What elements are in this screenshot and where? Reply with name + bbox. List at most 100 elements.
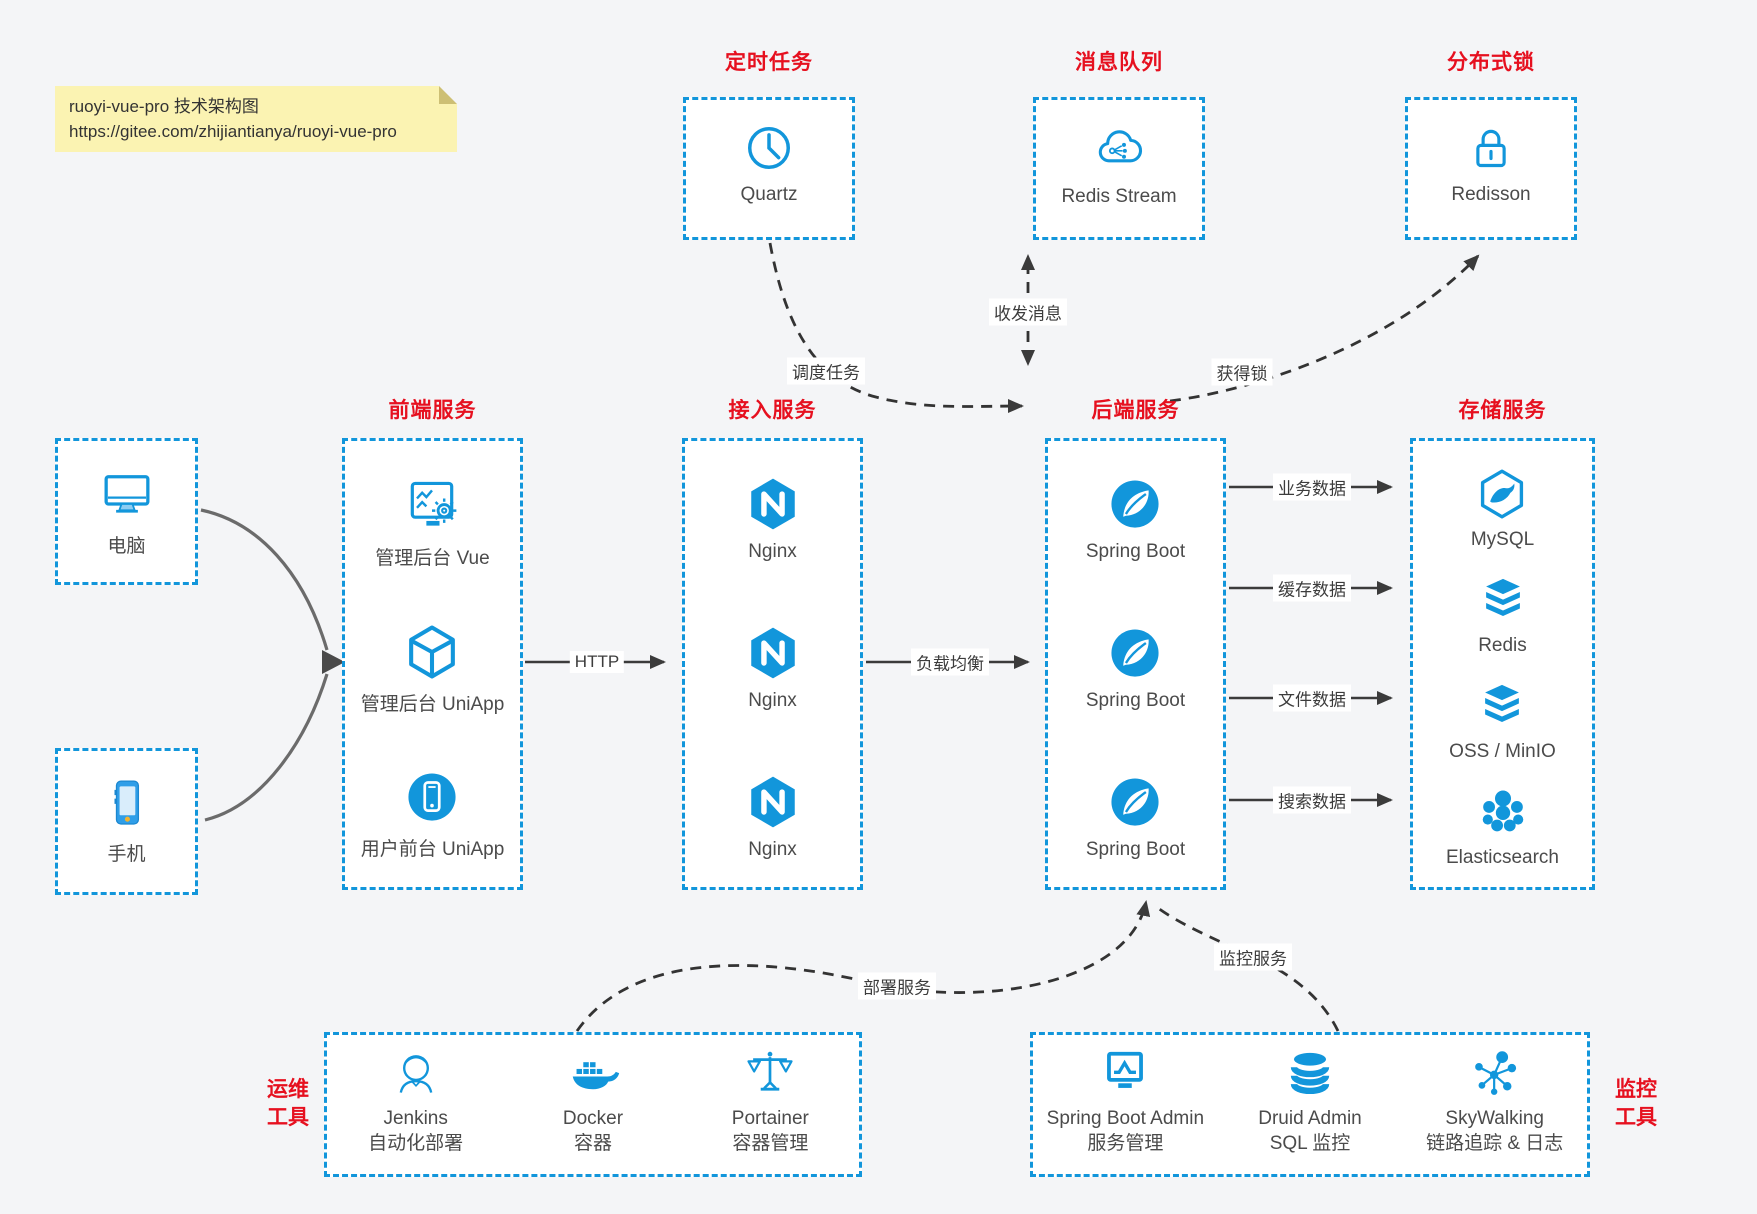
docker-name: Docker [562, 1108, 624, 1129]
frontend-box: 管理后台 Vue 管理后台 UniApp 用户前台 UniApp [342, 438, 523, 890]
storage-box: MySQL Redis OSS / MinIO Elasticsearch [1410, 438, 1595, 890]
ops-tools-side-label: 运维 工具 [252, 1076, 324, 1132]
nginx-icon [744, 624, 802, 682]
uniapp-cube-icon [403, 623, 461, 681]
elasticsearch-label: Elasticsearch [1446, 847, 1559, 868]
druid-db-icon [1283, 1047, 1337, 1101]
monitor-item-sba: Spring Boot Admin 服务管理 [1033, 1047, 1218, 1156]
redisson-box: Redisson [1405, 97, 1577, 240]
phone-icon [99, 775, 155, 831]
load-balance-edge-label: 负载均衡 [911, 648, 989, 676]
mysql-icon [1475, 467, 1529, 521]
title-distributed-lock: 分布式锁 [1447, 51, 1535, 74]
sba-monitor-icon [1098, 1047, 1152, 1101]
acquire-lock-edge-label: 获得锁 [1211, 358, 1273, 386]
user-uniapp-label: 用户前台 UniApp [360, 839, 505, 860]
monitor-service-edge-label: 监控服务 [1214, 943, 1292, 971]
nginx-icon [744, 773, 802, 831]
search-data-edge-label: 搜索数据 [1273, 786, 1351, 814]
spring-label-2: Spring Boot [1085, 690, 1186, 711]
backend-item-spring-2: Spring Boot [1086, 624, 1185, 712]
oss-minio-label: OSS / MinIO [1449, 741, 1556, 762]
ops-label-line1: 运维 [267, 1078, 309, 1101]
gateway-box: Nginx Nginx Nginx [682, 438, 863, 890]
druid-name: Druid Admin [1258, 1108, 1362, 1129]
redis-stream-box: Redis Stream [1033, 97, 1205, 240]
pc-label: 电脑 [107, 536, 146, 557]
jenkins-desc: 自动化部署 [368, 1132, 464, 1154]
docker-icon [566, 1047, 620, 1101]
monitoring-label-line1: 监控 [1615, 1078, 1657, 1101]
nginx-label-1: Nginx [748, 541, 797, 562]
jenkins-icon [389, 1047, 443, 1101]
backend-item-spring-3: Spring Boot [1086, 773, 1185, 861]
skywalking-icon [1468, 1047, 1522, 1101]
admin-vue-label: 管理后台 Vue [375, 548, 490, 569]
quartz-box: Quartz [683, 97, 855, 240]
title-backend: 后端服务 [1091, 399, 1180, 422]
jenkins-name: Jenkins [383, 1108, 448, 1129]
admin-uniapp-label: 管理后台 UniApp [360, 693, 505, 715]
ops-item-jenkins: Jenkins 自动化部署 [327, 1047, 504, 1156]
mysql-label: MySQL [1470, 529, 1535, 550]
clock-icon [741, 120, 797, 176]
sticky-note: ruoyi-vue-pro 技术架构图 https://gitee.com/zh… [55, 86, 457, 152]
monitor-item-skywalking: SkyWalking 链路追踪 & 日志 [1402, 1047, 1587, 1156]
spring-icon [1106, 624, 1164, 682]
layers-icon [1476, 573, 1530, 627]
portainer-name: Portainer [731, 1108, 809, 1129]
user-app-icon [403, 768, 461, 826]
title-gateway: 接入服务 [728, 399, 817, 422]
storage-item-oss-minio: OSS / MinIO [1449, 679, 1556, 763]
note-fold-corner [439, 86, 457, 104]
docker-desc: 容器 [573, 1132, 612, 1154]
cloud-stream-icon [1090, 120, 1148, 178]
ops-item-docker: Docker 容器 [504, 1047, 681, 1156]
nginx-label-3: Nginx [748, 839, 797, 860]
gateway-item-nginx-2: Nginx [744, 624, 802, 712]
storage-item-elasticsearch: Elasticsearch [1446, 785, 1559, 869]
elasticsearch-icon [1476, 785, 1530, 839]
phone-label: 手机 [107, 844, 146, 865]
gateway-item-nginx-3: Nginx [744, 773, 802, 861]
schedule-task-edge-label: 调度任务 [787, 357, 865, 385]
spring-icon [1106, 773, 1164, 831]
frontend-item-user-uniapp: 用户前台 UniApp [360, 768, 505, 861]
gateway-item-nginx-1: Nginx [744, 475, 802, 563]
pc-client-box: 电脑 [55, 438, 198, 585]
spring-icon [1106, 475, 1164, 533]
monitoring-tools-side-label: 监控 工具 [1600, 1076, 1672, 1132]
portainer-icon [743, 1047, 797, 1101]
frontend-item-admin-vue: 管理后台 Vue [375, 475, 490, 570]
sba-desc: 服务管理 [1087, 1132, 1164, 1154]
lock-icon [1463, 120, 1519, 176]
redis-label: Redis [1478, 635, 1527, 656]
ops-tools-box: Jenkins 自动化部署 Docker 容器 Portainer 容器管理 [324, 1032, 862, 1177]
monitoring-label-line2: 工具 [1615, 1106, 1657, 1129]
monitor-item-druid: Druid Admin SQL 监控 [1218, 1047, 1403, 1156]
druid-desc: SQL 监控 [1269, 1132, 1351, 1154]
skywalking-name: SkyWalking [1445, 1108, 1544, 1129]
business-data-edge-label: 业务数据 [1273, 473, 1351, 501]
admin-vue-icon [402, 475, 462, 535]
deploy-service-arrow [575, 900, 1151, 1032]
file-data-edge-label: 文件数据 [1273, 684, 1351, 712]
sba-name: Spring Boot Admin [1046, 1108, 1205, 1129]
deploy-service-edge-label: 部署服务 [858, 972, 936, 1000]
skywalking-desc: 链路追踪 & 日志 [1426, 1132, 1564, 1154]
ops-label-line2: 工具 [267, 1106, 309, 1129]
title-scheduled-task: 定时任务 [725, 51, 813, 74]
ops-item-portainer: Portainer 容器管理 [682, 1047, 859, 1156]
messages-edge-label: 收发消息 [989, 298, 1067, 326]
layers-icon [1475, 679, 1529, 733]
redisson-label: Redisson [1451, 184, 1531, 205]
spring-label-3: Spring Boot [1085, 839, 1186, 860]
title-message-queue: 消息队列 [1075, 51, 1163, 74]
note-line2: https://gitee.com/zhijiantianya/ruoyi-vu… [69, 121, 397, 141]
portainer-desc: 容器管理 [732, 1132, 809, 1154]
monitoring-tools-box: Spring Boot Admin 服务管理 Druid Admin SQL 监… [1030, 1032, 1590, 1177]
http-edge-label: HTTP [569, 651, 625, 673]
backend-item-spring-1: Spring Boot [1086, 475, 1185, 563]
storage-item-redis: Redis [1476, 573, 1530, 657]
